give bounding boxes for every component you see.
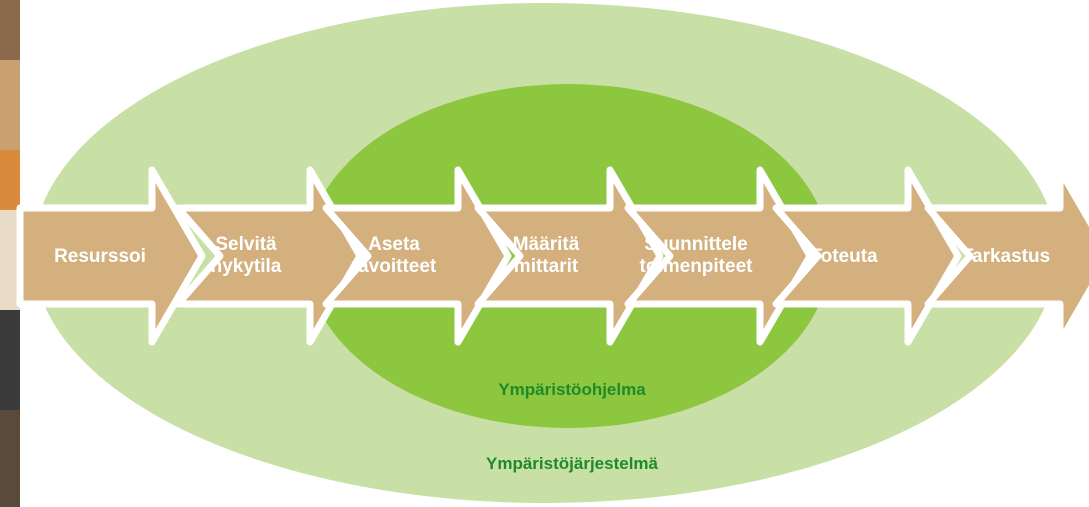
step-label: Resurssoi [54,246,146,267]
step-arrow [772,166,962,346]
process-steps: ResurssoiSelvitänykytilaAsetatavoitteetM… [16,166,1089,346]
background-photo [0,0,20,507]
process-step: Tarkastus [924,166,1089,346]
step-label: Selvitä [215,234,277,255]
step-arrow [16,166,206,346]
environmental-system-label: Ympäristöjärjestelmä [486,454,659,473]
step-label: mittarit [514,256,579,277]
step-label: Suunnittele [644,234,747,255]
step-label: Tarkastus [962,246,1050,267]
step-arrow [924,166,1089,346]
environmental-program-label: Ympäristöohjelma [498,380,646,399]
step-label: Määritä [513,234,580,255]
step-label: nykytila [211,256,282,277]
step-label: Toteuta [810,246,878,267]
step-arrow [474,166,664,346]
process-step: Resurssoi [16,166,206,346]
process-step: Toteuta [772,166,962,346]
step-label: tavoitteet [352,256,437,277]
step-label: toimenpiteet [640,256,754,277]
step-arrow [322,166,512,346]
step-arrow [624,166,814,346]
step-label: Aseta [368,234,420,255]
step-arrow [174,166,364,346]
